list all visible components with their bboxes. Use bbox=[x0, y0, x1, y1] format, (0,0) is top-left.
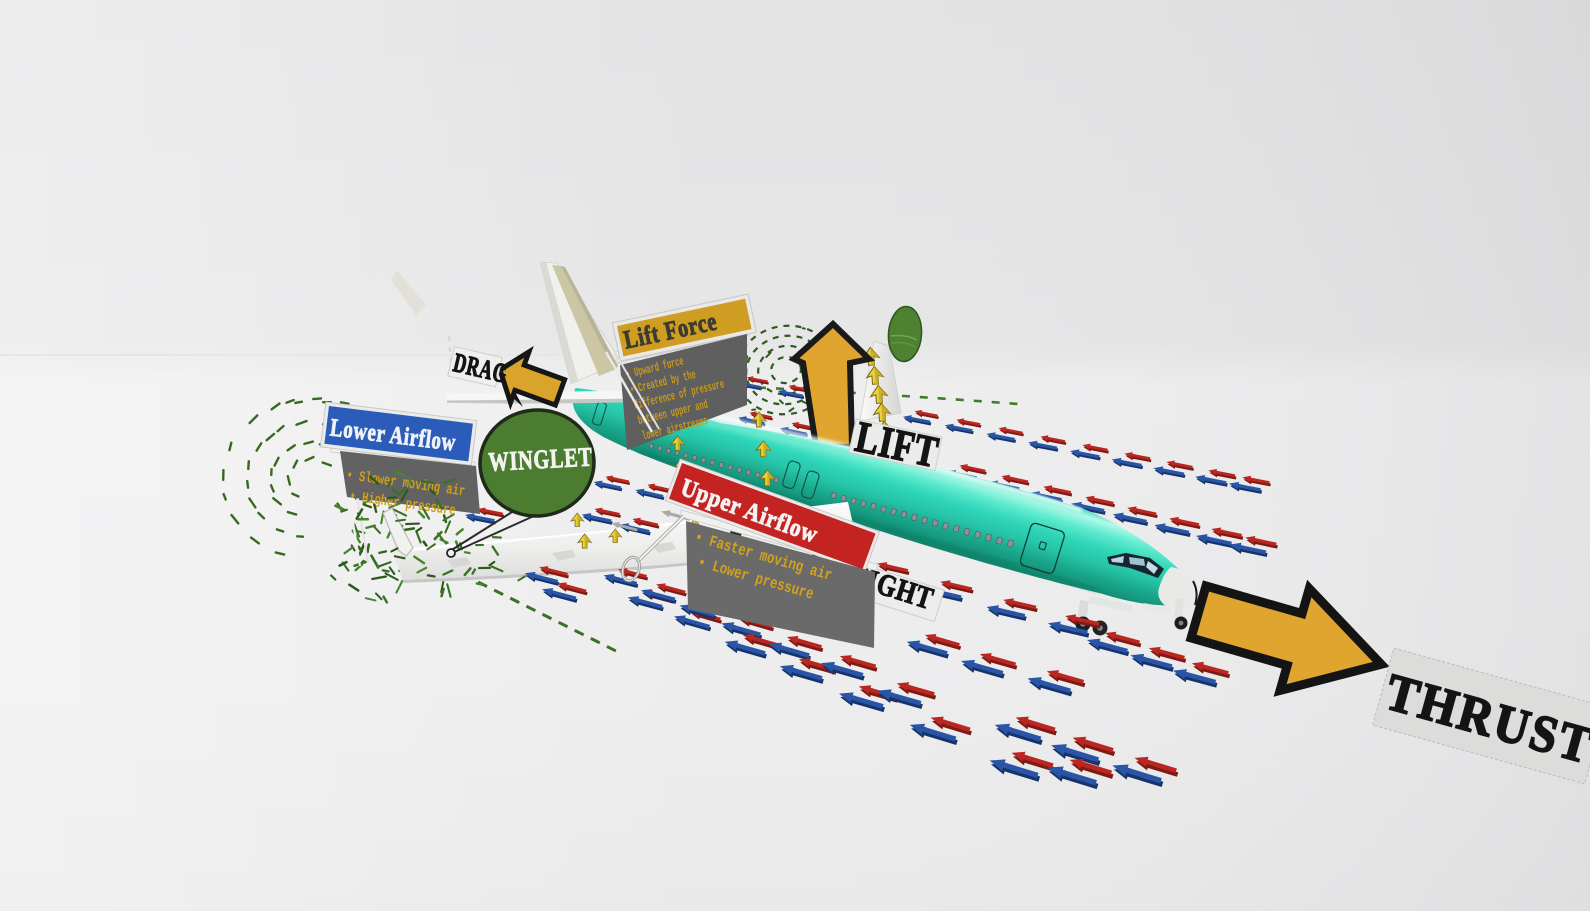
svg-text:WINGLET: WINGLET bbox=[488, 443, 594, 478]
